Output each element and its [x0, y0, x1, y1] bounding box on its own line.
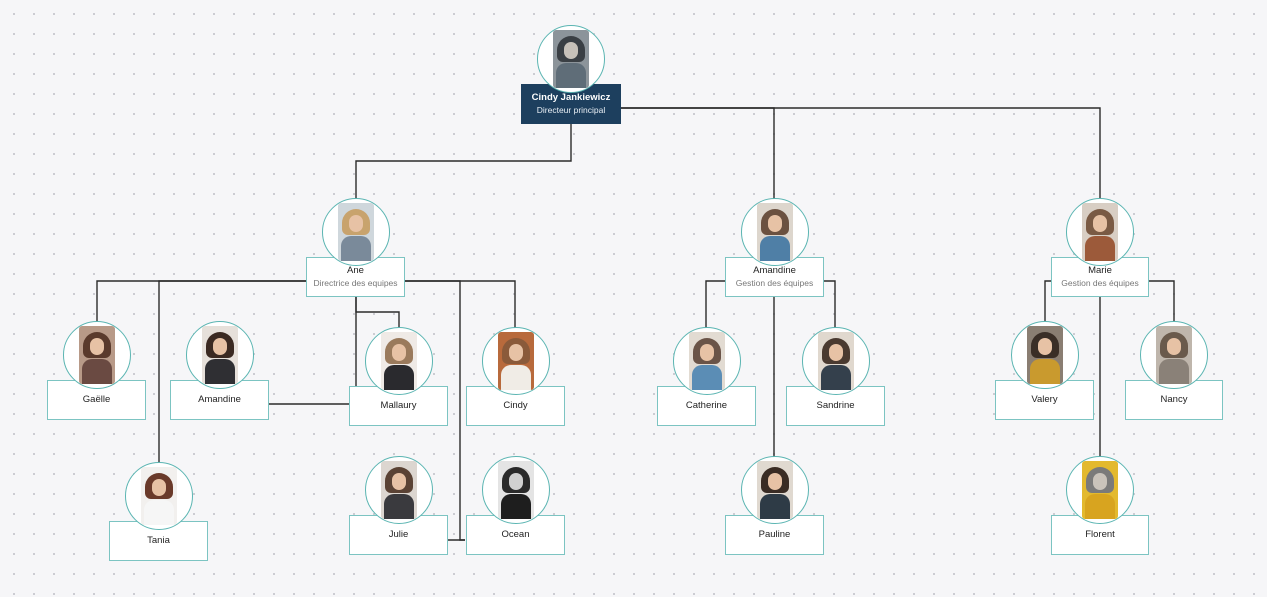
node-name: Valery: [1031, 394, 1058, 405]
connector-root-marie: [621, 107, 1101, 200]
node-role: Gestion des équipes: [735, 278, 814, 288]
node-role: Directeur principal: [536, 105, 606, 115]
connector-marie-nancy: [1149, 280, 1175, 324]
node-name: Cindy Jankiewicz: [531, 92, 611, 103]
avatar[interactable]: [125, 462, 193, 530]
connector-ane-tania: [158, 280, 306, 463]
avatar[interactable]: [1066, 456, 1134, 524]
connector-marie-valery: [1044, 280, 1051, 324]
avatar[interactable]: [322, 198, 390, 266]
avatar[interactable]: [1066, 198, 1134, 266]
org-node-manager-ane[interactable]: Ane Directrice des equipes: [306, 257, 405, 297]
node-name: Nancy: [1160, 394, 1188, 405]
connector-ane-gaelle: [96, 280, 306, 324]
connector-root-amandine: [621, 107, 775, 200]
node-name: Gaëlle: [82, 394, 111, 405]
connector-amandine-catherine: [705, 280, 725, 330]
node-name: Cindy: [503, 400, 528, 411]
avatar[interactable]: [365, 456, 433, 524]
avatar[interactable]: [741, 456, 809, 524]
node-name: Julie: [388, 529, 409, 540]
node-name: Marie: [1088, 265, 1112, 276]
node-name: Ocean: [501, 529, 530, 540]
node-role: Gestion des équipes: [1061, 278, 1139, 288]
node-name: Ane: [347, 265, 364, 276]
avatar[interactable]: [802, 327, 870, 395]
avatar[interactable]: [482, 327, 550, 395]
avatar[interactable]: [1011, 321, 1079, 389]
avatar[interactable]: [741, 198, 809, 266]
avatar[interactable]: [186, 321, 254, 389]
node-role: Directrice des equipes: [313, 278, 398, 288]
avatar[interactable]: [1140, 321, 1208, 389]
connector-ane-mallaury: [355, 297, 400, 330]
node-name: Catherine: [685, 400, 728, 411]
node-name: Mallaury: [380, 400, 417, 411]
avatar[interactable]: [537, 25, 605, 93]
node-name: Sandrine: [816, 400, 855, 411]
node-name: Amandine: [753, 265, 796, 276]
avatar[interactable]: [63, 321, 131, 389]
connector-amandine-sandrine: [824, 280, 836, 330]
connector-ane-amandine: [269, 297, 357, 405]
node-name: Florent: [1085, 529, 1115, 540]
node-name: Amandine: [198, 394, 241, 405]
avatar[interactable]: [482, 456, 550, 524]
avatar[interactable]: [673, 327, 741, 395]
node-name: Tania: [147, 535, 170, 546]
node-name: Pauline: [758, 529, 791, 540]
org-node-root[interactable]: Cindy Jankiewicz Directeur principal: [521, 84, 621, 124]
connector-root-ane: [355, 124, 572, 200]
avatar[interactable]: [365, 327, 433, 395]
